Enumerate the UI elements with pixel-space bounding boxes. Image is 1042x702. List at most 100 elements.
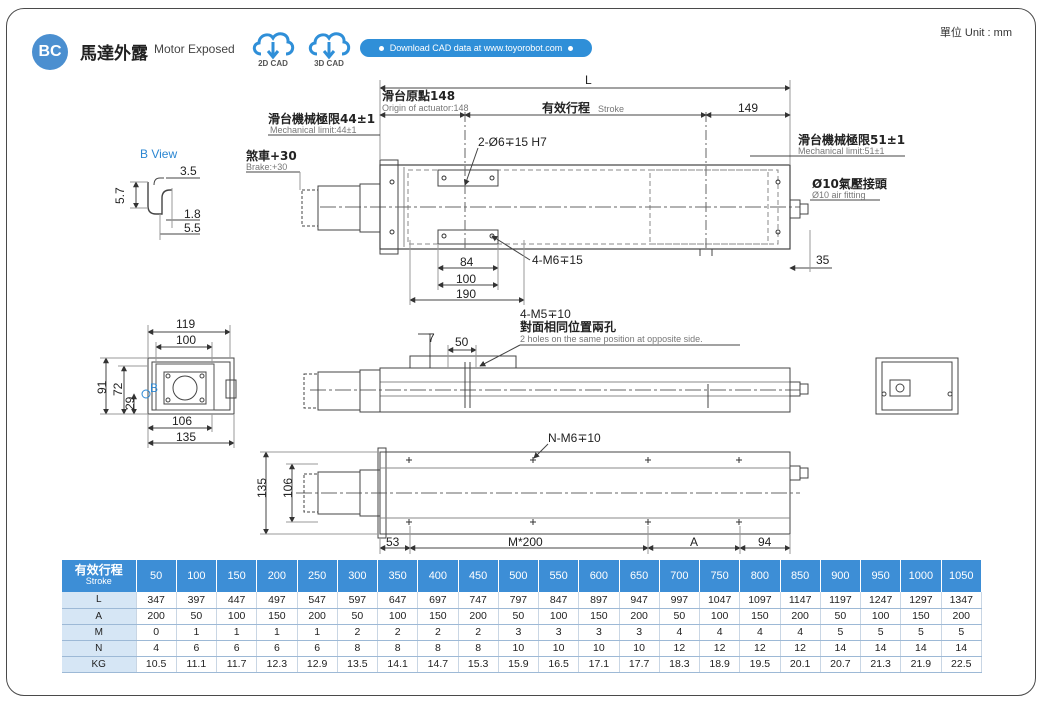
dim-100: 100 bbox=[456, 272, 476, 286]
stroke-header-cell: 150 bbox=[216, 560, 258, 592]
air-fitting-label-en: Ø10 air fitting bbox=[812, 190, 866, 200]
dim-91: 91 bbox=[95, 380, 109, 394]
dim-5-5: 5.5 bbox=[184, 221, 201, 235]
table-cell: 5 bbox=[941, 624, 982, 641]
top-view bbox=[246, 80, 905, 305]
table-cell: 1297 bbox=[900, 592, 942, 609]
dim-m200: M*200 bbox=[508, 535, 543, 549]
table-cell: 8 bbox=[458, 640, 499, 657]
dim-A: A bbox=[690, 535, 698, 549]
brake-label-cn: 煞車+30 bbox=[246, 148, 297, 163]
table-cell: 14 bbox=[860, 640, 902, 657]
stroke-label-cn: 有效行程 bbox=[542, 100, 590, 115]
table-cell: 50 bbox=[820, 608, 862, 625]
table-cell: 14.1 bbox=[377, 656, 419, 673]
table-cell: 19.5 bbox=[739, 656, 781, 673]
title-chinese: 馬達外露 bbox=[80, 44, 148, 64]
table-cell: 10 bbox=[578, 640, 620, 657]
stroke-header-cell: 250 bbox=[297, 560, 338, 592]
table-cell: 14 bbox=[941, 640, 982, 657]
table-cell: 647 bbox=[377, 592, 419, 609]
stroke-header-cell: 300 bbox=[337, 560, 379, 592]
stroke-header-cell: 750 bbox=[699, 560, 741, 592]
unit-label: 單位 Unit : mm bbox=[939, 27, 1012, 39]
row-label: KG bbox=[62, 656, 137, 673]
bullet-icon bbox=[568, 46, 574, 52]
table-cell: 847 bbox=[538, 592, 580, 609]
table-cell: 8 bbox=[337, 640, 379, 657]
dim-84: 84 bbox=[460, 255, 474, 269]
table-cell: 10.5 bbox=[136, 656, 177, 673]
stroke-header-en: Stroke bbox=[85, 576, 112, 586]
table-cell: 18.3 bbox=[659, 656, 701, 673]
cad-3d-download[interactable]: 3D CAD bbox=[302, 26, 356, 74]
table-cell: 200 bbox=[136, 608, 177, 625]
table-cell: 4 bbox=[136, 640, 177, 657]
dim-29: 29 bbox=[123, 396, 137, 410]
dim-135: 135 bbox=[176, 430, 196, 444]
cloud-download-icon bbox=[308, 32, 351, 60]
cad-2d-label: 2D CAD bbox=[258, 59, 288, 68]
air-fitting-label-cn: Ø10氣壓接頭 bbox=[812, 176, 888, 191]
table-cell: 1197 bbox=[820, 592, 862, 609]
table-cell: 1347 bbox=[941, 592, 982, 609]
table-cell: 20.1 bbox=[780, 656, 821, 673]
table-cell: 447 bbox=[216, 592, 258, 609]
table-cell: 20.7 bbox=[820, 656, 862, 673]
table-cell: 12 bbox=[780, 640, 821, 657]
table-cell: 12.9 bbox=[297, 656, 338, 673]
m5-label-cn: 對面相同位置兩孔 bbox=[520, 319, 616, 334]
stroke-header-cell: 450 bbox=[458, 560, 499, 592]
table-cell: 1247 bbox=[860, 592, 902, 609]
stroke-header-cell: 950 bbox=[860, 560, 902, 592]
dim-1-8: 1.8 bbox=[184, 207, 201, 221]
table-cell: 6 bbox=[216, 640, 258, 657]
stroke-header-cell: 550 bbox=[538, 560, 580, 592]
table-cell: 17.7 bbox=[619, 656, 660, 673]
table-cell: 12.3 bbox=[256, 656, 298, 673]
stroke-header-cell: 700 bbox=[659, 560, 701, 592]
table-cell: 12 bbox=[699, 640, 741, 657]
stroke-header-cell: 1000 bbox=[900, 560, 942, 592]
dim-7: 7 bbox=[428, 331, 435, 345]
table-cell: 100 bbox=[860, 608, 902, 625]
stroke-header-cell: 350 bbox=[377, 560, 419, 592]
table-cell: 14.7 bbox=[417, 656, 459, 673]
stroke-header-cell: 600 bbox=[578, 560, 620, 592]
stroke-header-cell: 650 bbox=[619, 560, 660, 592]
table-cell: 11.7 bbox=[216, 656, 258, 673]
stroke-header-cell: 1050 bbox=[941, 560, 982, 592]
table-cell: 6 bbox=[256, 640, 298, 657]
table-cell: 100 bbox=[699, 608, 741, 625]
table-cell: 2 bbox=[417, 624, 459, 641]
cad-3d-label: 3D CAD bbox=[314, 59, 344, 68]
b-marker: B bbox=[150, 381, 158, 395]
row-label: L bbox=[62, 592, 137, 609]
stroke-column-header: 有效行程 Stroke bbox=[62, 560, 137, 592]
table-cell: 697 bbox=[417, 592, 459, 609]
table-cell: 16.5 bbox=[538, 656, 580, 673]
table-cell: 10 bbox=[619, 640, 660, 657]
dim-190: 190 bbox=[456, 287, 476, 301]
row-label: N bbox=[62, 640, 137, 657]
table-cell: 150 bbox=[256, 608, 298, 625]
table-cell: 200 bbox=[941, 608, 982, 625]
table-cell: 150 bbox=[578, 608, 620, 625]
cad-2d-download[interactable]: 2D CAD bbox=[246, 26, 300, 74]
dim-35: 35 bbox=[816, 253, 830, 267]
dim-135-bottom: 135 bbox=[255, 478, 269, 498]
table-cell: 3 bbox=[619, 624, 660, 641]
dim-119: 119 bbox=[176, 317, 195, 331]
mech51-label-cn: 滑台機械極限51±1 bbox=[798, 132, 905, 147]
table-cell: 200 bbox=[458, 608, 499, 625]
download-cad-link[interactable]: Download CAD data at www.toyorobot.com bbox=[360, 39, 592, 57]
table-cell: 4 bbox=[699, 624, 741, 641]
table-cell: 8 bbox=[417, 640, 459, 657]
table-cell: 6 bbox=[297, 640, 338, 657]
table-cell: 1 bbox=[256, 624, 298, 641]
table-cell: 5 bbox=[900, 624, 942, 641]
table-cell: 50 bbox=[176, 608, 218, 625]
bullet-icon bbox=[378, 46, 384, 52]
